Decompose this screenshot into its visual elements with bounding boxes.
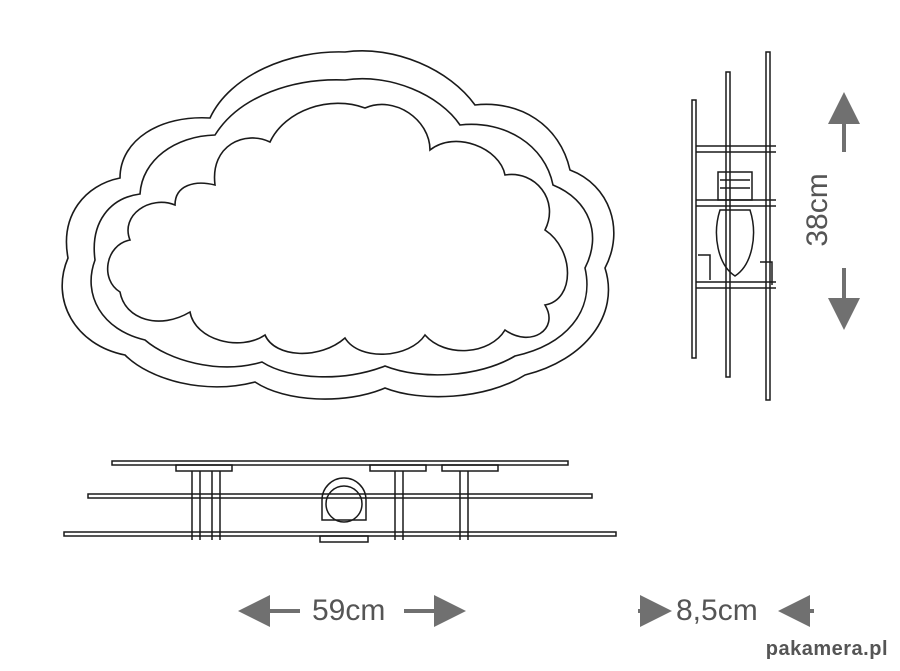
cloud-outline-inner — [106, 102, 569, 356]
height-dimension-label: 38cm — [801, 173, 834, 247]
bracket-1 — [175, 464, 233, 472]
side-clip — [698, 254, 773, 285]
side-socket — [717, 171, 753, 201]
shelf-top-plate — [111, 460, 569, 466]
lamp-socket-base — [319, 535, 369, 543]
side-rod-2 — [696, 199, 776, 207]
side-panel-back — [765, 51, 771, 401]
side-rod-1 — [696, 145, 776, 153]
lamp-socket-top — [321, 477, 367, 521]
dimension-arrows — [238, 92, 860, 627]
support-left-a — [191, 471, 201, 540]
side-panel-front — [691, 99, 697, 359]
shelf-middle-plate — [87, 493, 593, 499]
side-panel-middle — [725, 71, 731, 378]
front-view-cloud — [61, 50, 615, 400]
side-rod-3 — [696, 281, 776, 289]
support-left-b — [211, 471, 221, 540]
lamp-socket-ring — [325, 485, 363, 523]
side-bulb — [715, 209, 755, 277]
depth-dimension-label: 8,5cm — [676, 594, 758, 627]
watermark-logo: pakamera.pl — [765, 638, 888, 660]
support-mid — [394, 471, 404, 540]
bracket-3 — [441, 464, 499, 472]
cloud-outline-outer — [61, 50, 615, 400]
bracket-2 — [369, 464, 427, 472]
side-view — [691, 51, 776, 401]
top-view-shelves — [63, 460, 617, 543]
support-right — [459, 471, 469, 540]
cloud-outline-middle — [90, 78, 594, 378]
width-dimension-label: 59cm — [312, 594, 386, 627]
